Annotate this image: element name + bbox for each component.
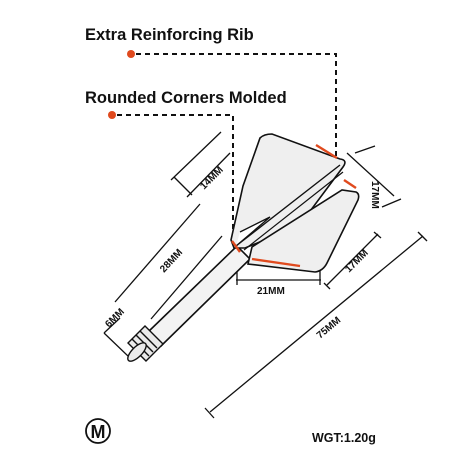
size-badge-letter: M [91, 422, 106, 442]
dim-14mm-label: 14MM [198, 165, 225, 192]
dim-6mm-label: 6MM [103, 307, 127, 331]
dim-17mm-bottom-label: 17MM [343, 248, 370, 275]
rib-callout-label: Extra Reinforcing Rib [85, 26, 254, 44]
shaft-thread [127, 325, 164, 362]
dart-shaft [127, 244, 252, 362]
dim-28mm-label: 28MM [158, 247, 185, 275]
corners-callout-dot [108, 111, 116, 119]
corners-callout-label: Rounded Corners Molded [85, 89, 287, 107]
size-badge: M [85, 418, 111, 444]
dim-75mm-label: 75MM [315, 315, 343, 341]
dim-17mm-side-label: 17MM [369, 181, 380, 209]
dart-flight [230, 133, 360, 273]
weight-label: WGT:1.20g [312, 431, 376, 445]
dim-21mm-label: 21MM [257, 286, 285, 297]
rib-callout-leader [127, 50, 337, 158]
corners-callout-leader [108, 111, 234, 232]
rib-callout-dot [127, 50, 135, 58]
reinforcing-rib-accents [231, 143, 357, 268]
